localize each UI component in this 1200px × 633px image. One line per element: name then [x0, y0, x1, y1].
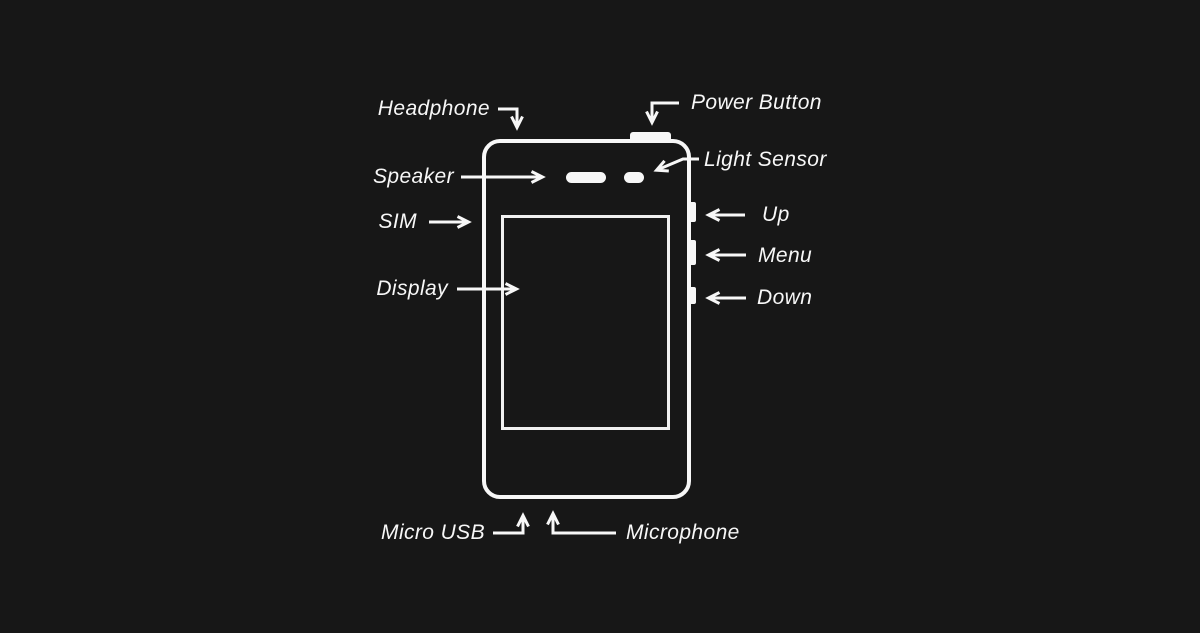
light-sensor-label: Light Sensor	[704, 148, 827, 171]
menu-label: Menu	[758, 244, 813, 267]
display-shape	[501, 215, 670, 430]
down-label: Down	[757, 286, 813, 309]
micro-usb-arrow	[493, 512, 530, 535]
light-sensor-arrow	[653, 157, 699, 173]
up-label: Up	[762, 203, 790, 226]
menu-button-shape	[689, 240, 696, 265]
down-button-shape	[689, 287, 696, 304]
display-label: Display	[376, 277, 448, 300]
power-button-shape	[630, 132, 671, 142]
headphone-arrow	[498, 107, 524, 131]
speaker-label: Speaker	[372, 165, 454, 188]
light-sensor-shape	[624, 172, 644, 183]
up-button-shape	[689, 202, 696, 222]
phone-outline	[482, 139, 691, 499]
power-button-label: Power Button	[691, 91, 822, 114]
micro-usb-label: Micro USB	[381, 521, 485, 544]
microphone-arrow	[546, 510, 616, 535]
headphone-label: Headphone	[377, 97, 490, 120]
sim-label: SIM	[378, 210, 417, 233]
microphone-label: Microphone	[626, 521, 740, 544]
speaker-shape	[566, 172, 606, 183]
power-button-arrow	[645, 101, 679, 126]
